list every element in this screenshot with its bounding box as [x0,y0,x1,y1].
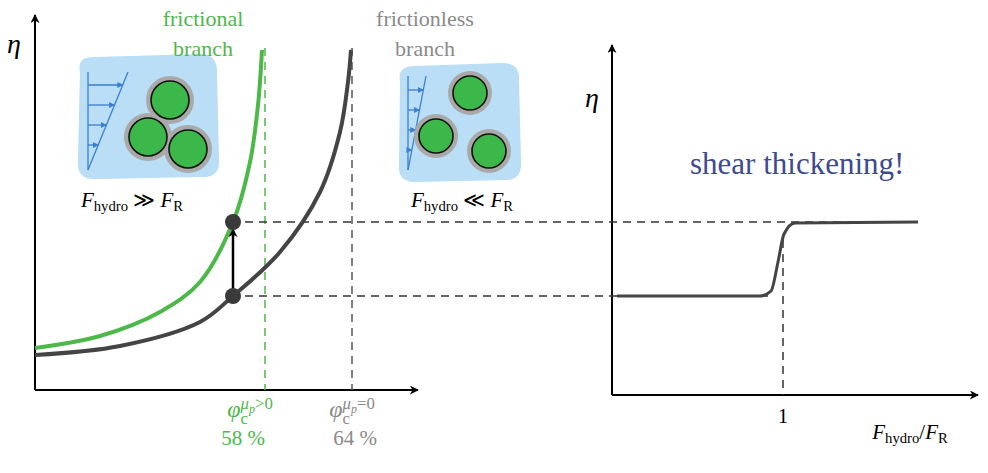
particle-shell [414,114,458,158]
frictionless-curve [35,50,351,355]
label-part: 1 [778,404,789,428]
dashed-guide [264,48,266,390]
tick-label: 1 [778,404,789,428]
packing-value: 64 % [333,426,377,450]
axis-line [34,15,36,390]
label-part: hydro [424,198,458,214]
label-part: ≪ [458,188,491,212]
label-part: μ [240,394,248,413]
label-part: hydro [94,198,128,214]
label-part: η [7,28,21,59]
particle-core [169,130,207,168]
label-part: / [919,420,925,444]
packing-value: 58 % [221,426,265,450]
branch-label: frictional branch [147,4,259,63]
label-part: shear thickening! [690,146,904,181]
packing-label: φcμp=0 [329,396,375,424]
axis-line [611,45,613,395]
axis-label: η [7,28,21,60]
axis-label: Fhydro/FR [872,420,948,444]
force-ratio-label: Fhydro ≫ FR [81,188,183,212]
frictional-curve [35,50,262,348]
effect-label: shear thickening! [690,146,904,182]
label-part: R [503,198,513,214]
label-part: F [411,188,424,212]
particle-shell [164,125,212,173]
label-part: F [160,188,173,212]
particle-core [129,118,167,156]
label-part: p [249,402,255,416]
label-part: F [490,188,503,212]
branch-label: frictionless branch [363,4,487,63]
label-part: μ [342,394,350,413]
label-part: frictionless branch [376,6,474,61]
label-part: 58 % [221,426,265,450]
label-part: 64 % [333,426,377,450]
label-part: ≫ [128,188,161,212]
state-point [225,288,241,304]
force-ratio-label: Fhydro ≪ FR [411,188,513,212]
particle-core [151,81,189,119]
particle-core [453,76,487,110]
dashed-guide [351,48,353,390]
label-part: R [938,430,948,446]
label-part: frictional branch [163,6,244,61]
label-part: p [351,402,357,416]
state-point [225,214,241,230]
shear-profile [88,72,128,170]
particle-core [472,134,506,168]
label-part: η [585,82,599,113]
label-part: F [81,188,94,212]
label-part: F [925,420,938,444]
label-part: F [872,420,885,444]
fluid-region [399,63,521,182]
thickening-curve [617,222,918,296]
particle-shell [448,71,492,115]
axis-line [612,394,978,396]
label-part: φ [227,396,240,422]
label-part: >0 [255,394,273,413]
label-part: hydro [885,430,919,446]
dashed-guide [782,240,784,395]
label-part: R [173,198,183,214]
particle-core [419,119,453,153]
label-part: =0 [357,394,375,413]
axis-line [35,389,418,391]
particle-shell [467,129,511,173]
axis-label: η [585,82,599,114]
fluid-region [78,54,219,179]
packing-label: φcμp>0 [227,396,273,424]
jump-arrow [232,229,235,290]
label-part: φ [329,396,342,422]
